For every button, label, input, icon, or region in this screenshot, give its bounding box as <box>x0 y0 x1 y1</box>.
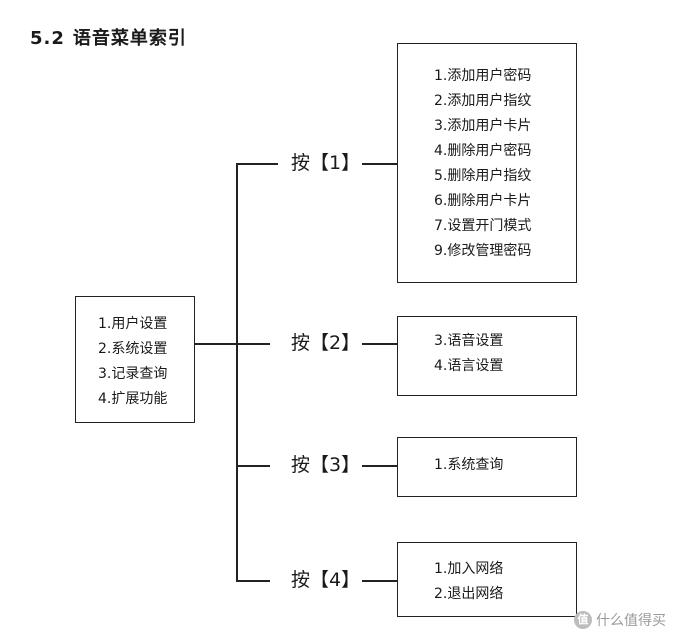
branch-label-4: 按【4】 <box>291 569 361 591</box>
root-item-extended-functions: 4.扩展功能 <box>98 391 168 407</box>
branch-2-box: 3.语音设置 4.语言设置 <box>397 316 577 396</box>
connector-root-to-trunk <box>195 343 270 345</box>
branch-1-item: 4.删除用户密码 <box>434 143 532 159</box>
watermark-text: 什么值得买 <box>596 613 666 629</box>
branch-4-item: 1.加入网络 <box>434 561 504 577</box>
branch-1-item: 5.删除用户指纹 <box>434 168 532 184</box>
branch-2-item: 3.语音设置 <box>434 333 504 349</box>
branch-3-box: 1.系统查询 <box>397 437 577 497</box>
connector-trunk <box>236 163 238 581</box>
branch-1-item: 3.添加用户卡片 <box>434 118 532 134</box>
branch-1-box: 1.添加用户密码 2.添加用户指纹 3.添加用户卡片 4.删除用户密码 5.删除… <box>397 43 577 283</box>
connector-branch-3-to-box <box>362 465 397 467</box>
connector-branch-4-to-box <box>362 580 397 582</box>
connector-trunk-to-branch-4 <box>236 580 270 582</box>
root-item-system-settings: 2.系统设置 <box>98 341 168 357</box>
branch-1-item: 1.添加用户密码 <box>434 68 532 84</box>
section-title: 5.2 语音菜单索引 <box>30 24 187 50</box>
branch-1-item: 9.修改管理密码 <box>434 243 532 259</box>
branch-label-3: 按【3】 <box>291 454 361 476</box>
root-menu-box: 1.用户设置 2.系统设置 3.记录查询 4.扩展功能 <box>75 296 195 423</box>
connector-trunk-to-branch-1 <box>236 163 278 165</box>
branch-label-1: 按【1】 <box>291 152 361 174</box>
branch-2-item: 4.语言设置 <box>434 358 504 374</box>
watermark: 值 什么值得买 <box>574 610 666 630</box>
root-item-record-query: 3.记录查询 <box>98 366 168 382</box>
branch-label-2: 按【2】 <box>291 332 361 354</box>
watermark-logo-icon: 值 <box>574 611 592 629</box>
connector-branch-1-to-box <box>362 163 397 165</box>
branch-1-item: 2.添加用户指纹 <box>434 93 532 109</box>
branch-4-box: 1.加入网络 2.退出网络 <box>397 542 577 617</box>
section-number: 5.2 <box>30 28 65 49</box>
branch-1-item: 7.设置开门模式 <box>434 218 532 234</box>
branch-4-item: 2.退出网络 <box>434 586 504 602</box>
branch-1-item: 6.删除用户卡片 <box>434 193 532 209</box>
connector-branch-2-to-box <box>362 343 397 345</box>
connector-trunk-to-branch-3 <box>236 465 270 467</box>
section-title-text: 语音菜单索引 <box>72 28 187 49</box>
branch-3-item: 1.系统查询 <box>434 457 504 473</box>
root-item-user-settings: 1.用户设置 <box>98 316 168 332</box>
